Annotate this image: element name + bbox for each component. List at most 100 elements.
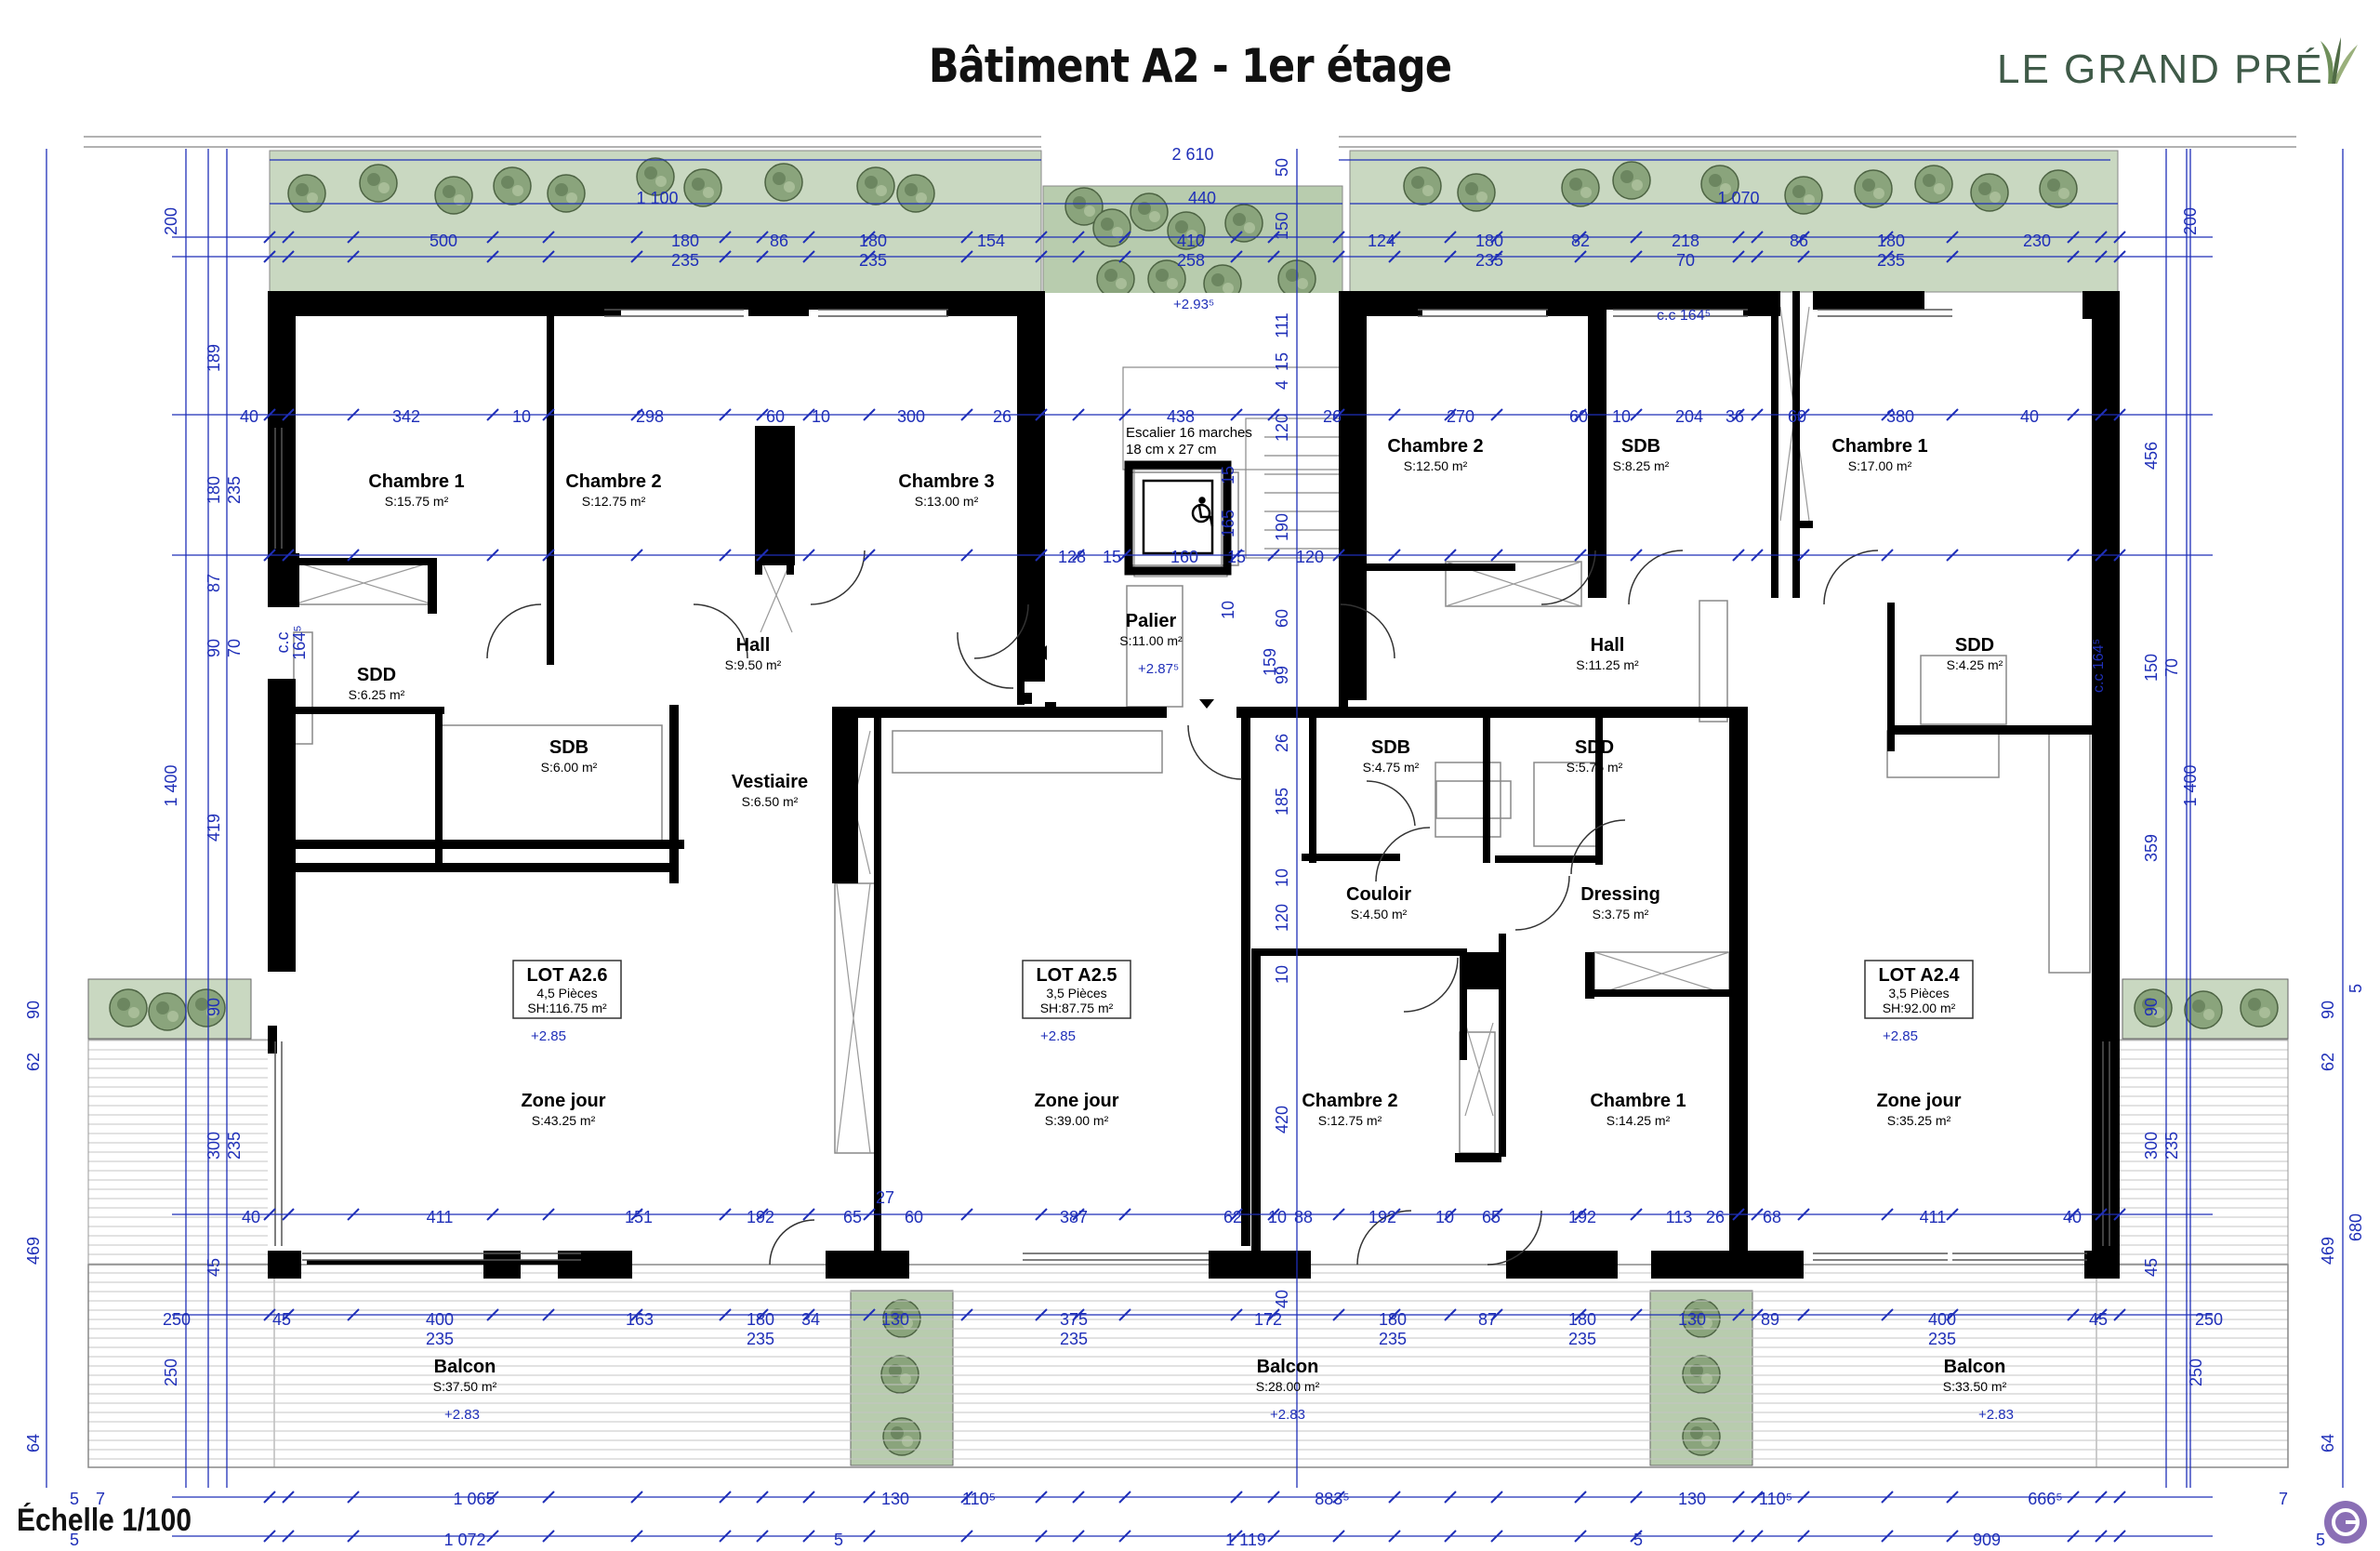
dim: 160 <box>1170 548 1198 566</box>
dim: 192 <box>1368 1208 1396 1226</box>
dim: 456 <box>2142 442 2161 470</box>
dim: 120 <box>1273 414 1291 442</box>
dim: 500 <box>430 232 457 250</box>
lot-pieces: 4,5 Pièces <box>536 986 597 1001</box>
brand-logo-text: LE GRAND PRÉ <box>1997 46 2324 92</box>
dim: 250 <box>162 1359 180 1386</box>
dim: 60 <box>1273 609 1291 628</box>
dim: 15 <box>1219 466 1237 484</box>
dim: 82 <box>1571 232 1590 250</box>
dim: 45 <box>205 1258 223 1277</box>
level-balcony-right: +2.83 <box>1978 1407 2014 1423</box>
dim-top-overall: 2 610 <box>1171 145 1213 164</box>
dim: 204 <box>1675 407 1703 426</box>
dim: 90 <box>24 1001 43 1019</box>
dim: 5 <box>2347 984 2365 993</box>
dim: 27 <box>876 1188 894 1207</box>
room-name: SDD <box>1955 635 1994 656</box>
room-area: S:13.00 m² <box>915 494 979 509</box>
dim: 124 <box>1368 232 1395 250</box>
level-balcony-left: +2.83 <box>444 1407 480 1423</box>
room-area: S:17.00 m² <box>1848 458 1912 473</box>
dim: 180 <box>671 232 699 250</box>
vertical-dimension-labels: 1 400 469 90 62 64 189 180 235 87 90 70 … <box>24 158 2365 1452</box>
dim: 300 <box>897 407 925 426</box>
dim: 70 <box>225 639 244 657</box>
dim: 387 <box>1060 1208 1088 1226</box>
dim: 180 <box>747 1310 774 1329</box>
dim-top-right-planter: 1 070 <box>1717 189 1759 207</box>
lot-level: +2.85 <box>1883 1028 1918 1044</box>
dim: 10 <box>1273 965 1291 984</box>
room-name: Chambre 2 <box>1387 436 1483 457</box>
room-area: S:11.00 m² <box>1119 633 1183 648</box>
dim: 258 <box>1177 251 1205 270</box>
dim: 15 <box>1103 548 1121 566</box>
wheelchair-icon <box>1191 497 1214 527</box>
room-name: Palier <box>1126 611 1177 631</box>
dim: 26 <box>1273 734 1291 752</box>
dim: 342 <box>392 407 420 426</box>
dim: 192 <box>747 1208 774 1226</box>
stair-note: Escalier 16 marches 18 cm x 27 cm <box>1126 425 1252 457</box>
dim: 45 <box>272 1310 291 1329</box>
dim: 400 <box>1928 1310 1956 1329</box>
dim: 90 <box>2319 1001 2337 1019</box>
dim: 15 <box>1273 352 1291 371</box>
dim: 375 <box>1060 1310 1088 1329</box>
room-area: S:14.25 m² <box>1606 1113 1671 1128</box>
dim: 65 <box>843 1208 862 1226</box>
room-name: Chambre 1 <box>1590 1091 1686 1111</box>
dim: 235 <box>1379 1330 1407 1348</box>
dimension-labels: 2 610 1 100 440 1 070 200 200 500 180 23… <box>70 145 2325 1549</box>
room-area: S:12.75 m² <box>582 494 646 509</box>
room-name: Balcon <box>434 1357 496 1377</box>
dim: 235 <box>1568 1330 1596 1348</box>
dim: 10 <box>512 407 531 426</box>
dim: 883⁵ <box>1315 1490 1350 1508</box>
room-area: S:6.25 m² <box>349 687 405 702</box>
dim: 909 <box>1973 1531 2001 1549</box>
dim: 5 <box>70 1531 79 1549</box>
dim: 180 <box>1475 232 1503 250</box>
dim: 40 <box>2063 1208 2082 1226</box>
dim: 40 <box>2020 407 2039 426</box>
dim: 230 <box>2023 232 2051 250</box>
dim: 235 <box>1877 251 1905 270</box>
dim: 180 <box>205 476 223 504</box>
dim: 64 <box>24 1434 43 1452</box>
room-area: S:6.00 m² <box>541 760 598 775</box>
dim: 300 <box>205 1132 223 1160</box>
dim: 7 <box>2279 1490 2288 1508</box>
room-name: Dressing <box>1580 884 1660 905</box>
room-name: SDB <box>1371 737 1410 758</box>
dim: 60 <box>905 1208 923 1226</box>
stair-note-line-1: Escalier 16 marches <box>1126 425 1252 441</box>
dim: 164⁵ <box>290 625 309 660</box>
dim: 87 <box>1478 1310 1497 1329</box>
doors <box>486 550 1879 1266</box>
dim: 60 <box>1569 407 1588 426</box>
cc-label-right: c.c 164⁵ <box>2091 639 2107 693</box>
cc-label-top: c.c 164⁵ <box>1657 308 1711 324</box>
dim: 180 <box>1379 1310 1407 1329</box>
direction-arrows <box>1038 645 1350 709</box>
dim: 165 <box>1219 510 1237 537</box>
room-name: Chambre 3 <box>898 471 994 492</box>
dim: 666⁵ <box>2028 1490 2063 1508</box>
lot-name: LOT A2.5 <box>1036 965 1117 986</box>
room-name: Balcon <box>1257 1357 1319 1377</box>
dim: 300 <box>2142 1132 2161 1160</box>
dim: 192 <box>1568 1208 1596 1226</box>
room-area: S:3.75 m² <box>1593 907 1649 921</box>
dim: 1 072 <box>443 1531 485 1549</box>
dim: 7 <box>96 1490 105 1508</box>
dim: 172 <box>1254 1310 1282 1329</box>
dim: 235 <box>225 1132 244 1160</box>
room-name: SDB <box>549 737 588 758</box>
dim: 5 <box>70 1490 79 1508</box>
